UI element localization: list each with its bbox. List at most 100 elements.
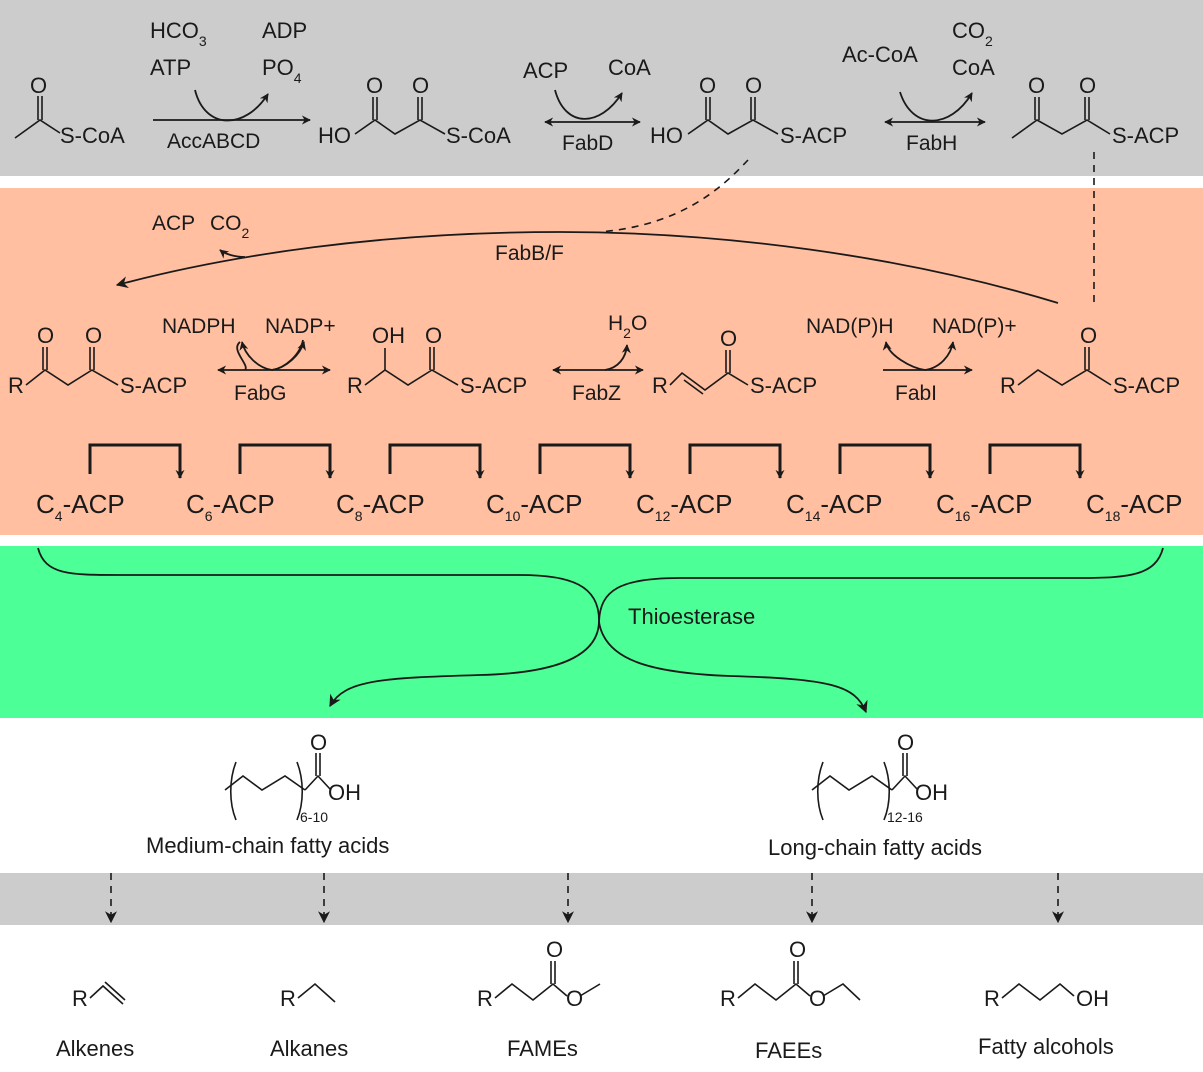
elongation-cycle-arrow [538,443,635,479]
fatty-alcohols-label: Fatty alcohols [978,1034,1114,1059]
product-fatty-alcohols: R OH Fatty alcohols [978,982,1114,1059]
enzyme-fabz: FabZ [572,382,621,405]
hydroxyacyl-tail: S-ACP [460,373,527,398]
long-chain-fatty-acid: O OH 12-16 Long-chain fatty acids [768,730,982,860]
oxygen-label: O [1028,73,1045,98]
fabh-step: Ac-CoA CO2 CoA FabH [842,18,995,155]
fabbf-condensation: ACP CO2 FabB/F [115,212,1059,304]
product-fames: R O O FAMEs [477,937,601,1061]
acetyl-coa-label: Ac-CoA [842,42,918,67]
oxygen-label: O [1079,73,1096,98]
product-alkenes: R Alkenes [56,981,134,1061]
malonyl-acp: HO O O S-ACP [650,73,847,148]
ester-oxygen-label: O [809,986,826,1011]
chain-length-label: C10-ACP [486,489,582,524]
hydroxyl-label: HO [650,123,683,148]
r-group-label: R [720,986,736,1011]
acyl-tail: S-ACP [1113,373,1180,398]
conversion-arrows [105,873,1064,924]
nadp-plus-label: NAD(P)+ [932,315,1017,338]
chain-length-label: C6-ACP [186,489,275,524]
nadp-plus-label: NADP+ [265,315,336,338]
malonyl-coa-tail: S-CoA [446,123,511,148]
co2-label: CO [210,212,242,235]
bicarbonate-label: HCO [150,18,199,43]
r-group-label: R [1000,373,1016,398]
enzyme-fabd: FabD [562,132,613,155]
hydroxyl-label: OH [1076,986,1109,1011]
acyl-acp: R O S-ACP [1000,323,1180,398]
enzyme-accabcd: AccABCD [167,130,260,153]
malonyl-coa: HO O O S-CoA [318,73,511,148]
oxygen-label: O [789,937,806,962]
long-chain-label: Long-chain fatty acids [768,835,982,860]
r-group-label: R [652,373,668,398]
nadph-label: NADPH [162,315,236,338]
acetoacetyl-acp-tail: S-ACP [1112,123,1179,148]
repeat-count: 12-16 [887,809,923,825]
coa-label: CoA [952,55,995,80]
oxygen-label: O [425,323,442,348]
oxygen-label: O [30,73,47,98]
r-group-label: R [280,986,296,1011]
elongation-cycle-arrow [988,443,1085,479]
r-group-label: R [477,986,493,1011]
elongation-cycle-arrow [688,443,785,479]
oxygen-label: O [699,73,716,98]
water-label: H [608,312,623,335]
svg-text:HCO3: HCO3 [150,18,207,49]
conversion-band [0,873,1203,925]
medium-chain-fatty-acid: O OH 6-10 Medium-chain fatty acids [146,730,389,858]
malonyl-acp-tail: S-ACP [780,123,847,148]
product-faees: R O O FAEEs [720,937,861,1063]
acetyl-coa-tail: S-CoA [60,123,125,148]
nadph-label: NAD(P)H [806,315,894,338]
oxygen-label: O [85,323,102,348]
faees-label: FAEEs [755,1038,822,1063]
oxygen-label: O [366,73,383,98]
ester-oxygen-label: O [566,986,583,1011]
chain-length-label: C14-ACP [786,489,882,524]
fames-label: FAMEs [507,1036,578,1061]
atp-label: ATP [150,55,191,80]
svg-text:H2O: H2O [608,312,647,341]
r-group-label: R [72,986,88,1011]
chain-length-label: C16-ACP [936,489,1032,524]
oxygen-label: O [412,73,429,98]
svg-text:CO2: CO2 [952,18,993,49]
r-group-label: R [984,986,1000,1011]
phosphate-label: PO [262,55,294,80]
fabg-step: NADPH NADP+ FabG [162,315,336,405]
repeat-count: 6-10 [300,809,328,825]
enzyme-fabh: FabH [906,132,957,155]
fabd-step: ACP CoA FabD [523,55,651,155]
adp-label: ADP [262,18,307,43]
alkanes-label: Alkanes [270,1036,348,1061]
enzyme-fabi: FabI [895,382,937,405]
chain-cycle-brackets [88,443,1085,479]
elongation-cycle-arrow [388,443,485,479]
initiation-band [0,0,1203,176]
ketoacyl-tail: S-ACP [120,373,187,398]
acp-label: ACP [152,212,195,235]
r-group-label: R [347,373,363,398]
acp-label: ACP [523,58,568,83]
hydroxyl-label: OH [372,323,405,348]
acetyl-coa: O S-CoA [14,73,125,148]
chain-length-label: C8-ACP [336,489,425,524]
r-group-label: R [8,373,24,398]
enzyme-thioesterase: Thioesterase [628,604,755,629]
acetoacetyl-acp: O O S-ACP [1011,73,1179,148]
oxygen-label: O [745,73,762,98]
product-alkanes: R Alkanes [270,982,348,1061]
svg-text:CO2: CO2 [210,212,250,241]
oxygen-label: O [546,937,563,962]
fabz-step: H2O FabZ [552,312,647,405]
thioesterase-branch: Thioesterase [37,547,1164,714]
svg-text:PO4: PO4 [262,55,302,86]
enzyme-fabbf: FabB/F [495,242,564,265]
fabi-step: NAD(P)H NAD(P)+ FabI [806,315,1017,405]
elongation-band [0,188,1203,535]
